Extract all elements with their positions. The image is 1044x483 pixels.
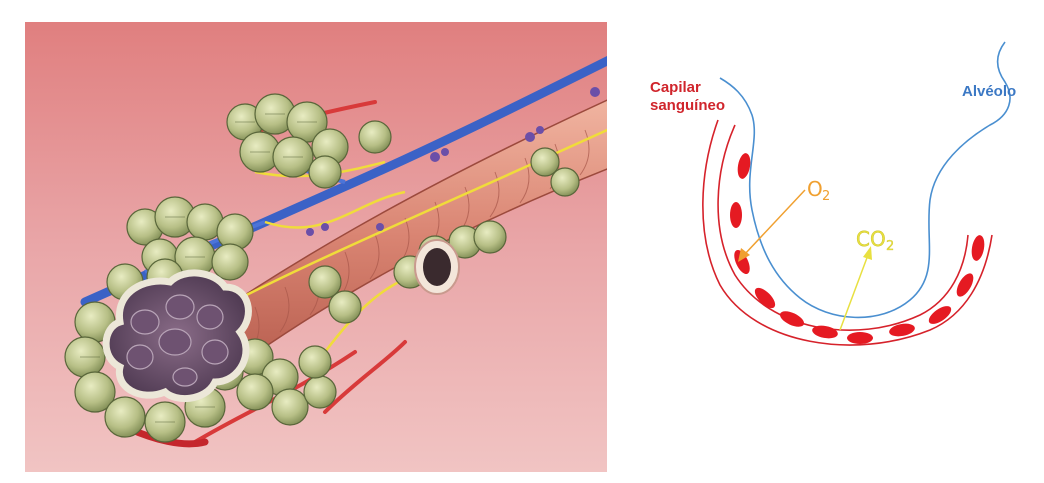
sac-texture <box>80 113 317 423</box>
capillary-label-line2: sanguíneo <box>650 97 725 114</box>
red-blood-cell <box>730 202 742 228</box>
gas-exchange-canvas: Capilar sanguíneo Alvéolo O 2 CO 2 <box>650 41 1016 346</box>
o2-label-sub: 2 <box>822 189 830 204</box>
co2-label-base: CO <box>856 227 886 251</box>
co2-arrow <box>839 246 872 331</box>
red-blood-cell <box>734 249 750 275</box>
right-sac-cluster <box>393 147 580 289</box>
capillary-label-line1: Capilar <box>650 79 701 96</box>
gas-exchange-diagram: Capilar sanguíneo Alvéolo O 2 CO 2 <box>640 30 1044 370</box>
red-blood-cell <box>737 153 751 179</box>
red-blood-cell <box>754 287 776 309</box>
sac-chambers <box>126 294 229 387</box>
capillary-outer-wall <box>702 119 993 346</box>
upper-sac-cluster <box>226 93 392 189</box>
red-blood-cell <box>847 332 873 344</box>
red-blood-cells <box>730 153 985 344</box>
bronchiole-opening <box>414 239 460 295</box>
co2-label: CO 2 <box>856 227 895 254</box>
alveoli-illustration <box>25 22 607 472</box>
sectioned-alveolar-sac <box>102 269 252 403</box>
o2-label: O 2 <box>807 177 830 204</box>
red-blood-cell <box>779 311 805 327</box>
alveolus-wall <box>719 41 1011 319</box>
red-blood-cell <box>889 323 915 337</box>
co2-label-sub: 2 <box>886 239 894 254</box>
o2-label-base: O <box>807 177 823 201</box>
red-blood-cell <box>812 325 838 339</box>
red-blood-cell <box>956 273 974 297</box>
red-blood-cell <box>928 306 952 324</box>
bronchiole-tube <box>173 99 607 383</box>
red-blood-cell <box>971 235 985 261</box>
lymph-nodules <box>306 87 600 236</box>
illustration-canvas <box>25 22 607 472</box>
o2-arrow <box>738 189 806 262</box>
alveolus-label: Alvéolo <box>962 83 1016 100</box>
